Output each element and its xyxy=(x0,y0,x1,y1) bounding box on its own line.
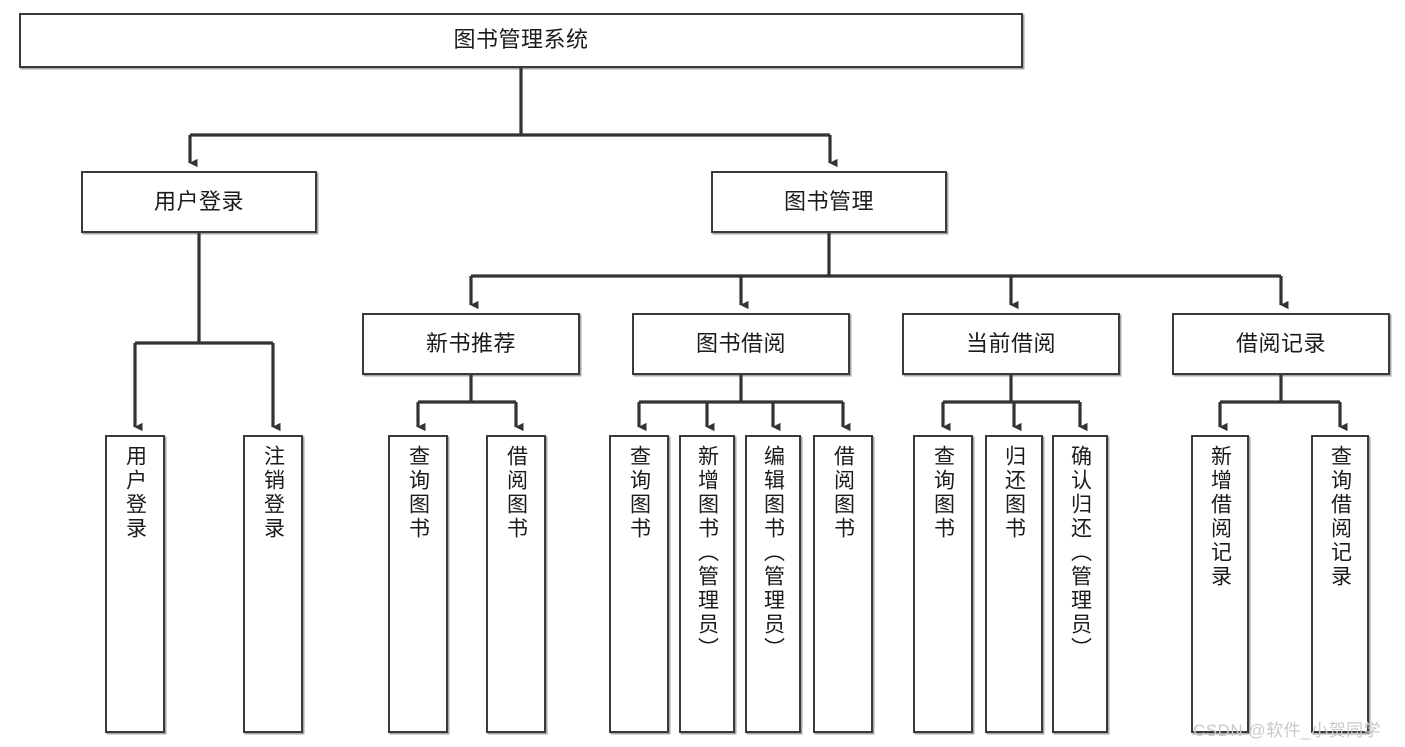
leaf-add-book-admin-label: 新增图书（管理员） xyxy=(695,445,719,661)
leaf-query-book-recommend[interactable]: 查询图书 xyxy=(388,435,448,733)
leaf-add-borrow-record[interactable]: 新增借阅记录 xyxy=(1191,435,1249,733)
leaf-logout-login[interactable]: 注销登录 xyxy=(243,435,303,733)
leaf-add-book-admin[interactable]: 新增图书（管理员） xyxy=(679,435,735,733)
csdn-watermark: CSDN @软件_小贺同学 xyxy=(1193,721,1382,740)
node-new-book-recommend-label: 新书推荐 xyxy=(425,330,516,356)
leaf-query-borrow-record-label: 查询借阅记录 xyxy=(1328,445,1352,589)
leaf-query-book-borrow-label: 查询图书 xyxy=(627,445,651,541)
node-book-borrow-label: 图书借阅 xyxy=(695,330,786,356)
leaf-user-login-label: 用户登录 xyxy=(123,445,147,541)
node-book-management[interactable]: 图书管理 xyxy=(711,171,947,233)
leaf-borrow-book-recommend-label: 借阅图书 xyxy=(504,445,528,541)
leaf-return-book[interactable]: 归还图书 xyxy=(985,435,1043,733)
leaf-confirm-return-admin-label: 确认归还（管理员） xyxy=(1068,445,1092,661)
leaf-confirm-return-admin[interactable]: 确认归还（管理员） xyxy=(1052,435,1108,733)
node-root[interactable]: 图书管理系统 xyxy=(19,13,1023,68)
node-book-management-label: 图书管理 xyxy=(783,188,874,214)
node-borrow-records[interactable]: 借阅记录 xyxy=(1172,313,1390,375)
leaf-query-book-borrow[interactable]: 查询图书 xyxy=(609,435,669,733)
node-borrow-records-label: 借阅记录 xyxy=(1235,330,1326,356)
leaf-query-borrow-record[interactable]: 查询借阅记录 xyxy=(1311,435,1369,733)
leaf-edit-book-admin[interactable]: 编辑图书（管理员） xyxy=(745,435,801,733)
node-current-borrow-label: 当前借阅 xyxy=(965,330,1056,356)
leaf-query-book-recommend-label: 查询图书 xyxy=(406,445,430,541)
node-book-borrow[interactable]: 图书借阅 xyxy=(632,313,850,375)
leaf-borrow-book-recommend[interactable]: 借阅图书 xyxy=(486,435,546,733)
node-new-book-recommend[interactable]: 新书推荐 xyxy=(362,313,580,375)
leaf-borrow-book-label: 借阅图书 xyxy=(831,445,855,541)
node-root-label: 图书管理系统 xyxy=(453,27,589,53)
node-current-borrow[interactable]: 当前借阅 xyxy=(902,313,1120,375)
leaf-add-borrow-record-label: 新增借阅记录 xyxy=(1208,445,1232,589)
leaf-return-book-label: 归还图书 xyxy=(1002,445,1026,541)
leaf-query-book-current-label: 查询图书 xyxy=(931,445,955,541)
leaf-query-book-current[interactable]: 查询图书 xyxy=(913,435,973,733)
leaf-borrow-book[interactable]: 借阅图书 xyxy=(813,435,873,733)
node-user-login[interactable]: 用户登录 xyxy=(81,171,317,233)
node-user-login-label: 用户登录 xyxy=(153,188,244,214)
leaf-logout-login-label: 注销登录 xyxy=(261,445,285,541)
leaf-edit-book-admin-label: 编辑图书（管理员） xyxy=(761,445,785,661)
leaf-user-login[interactable]: 用户登录 xyxy=(105,435,165,733)
